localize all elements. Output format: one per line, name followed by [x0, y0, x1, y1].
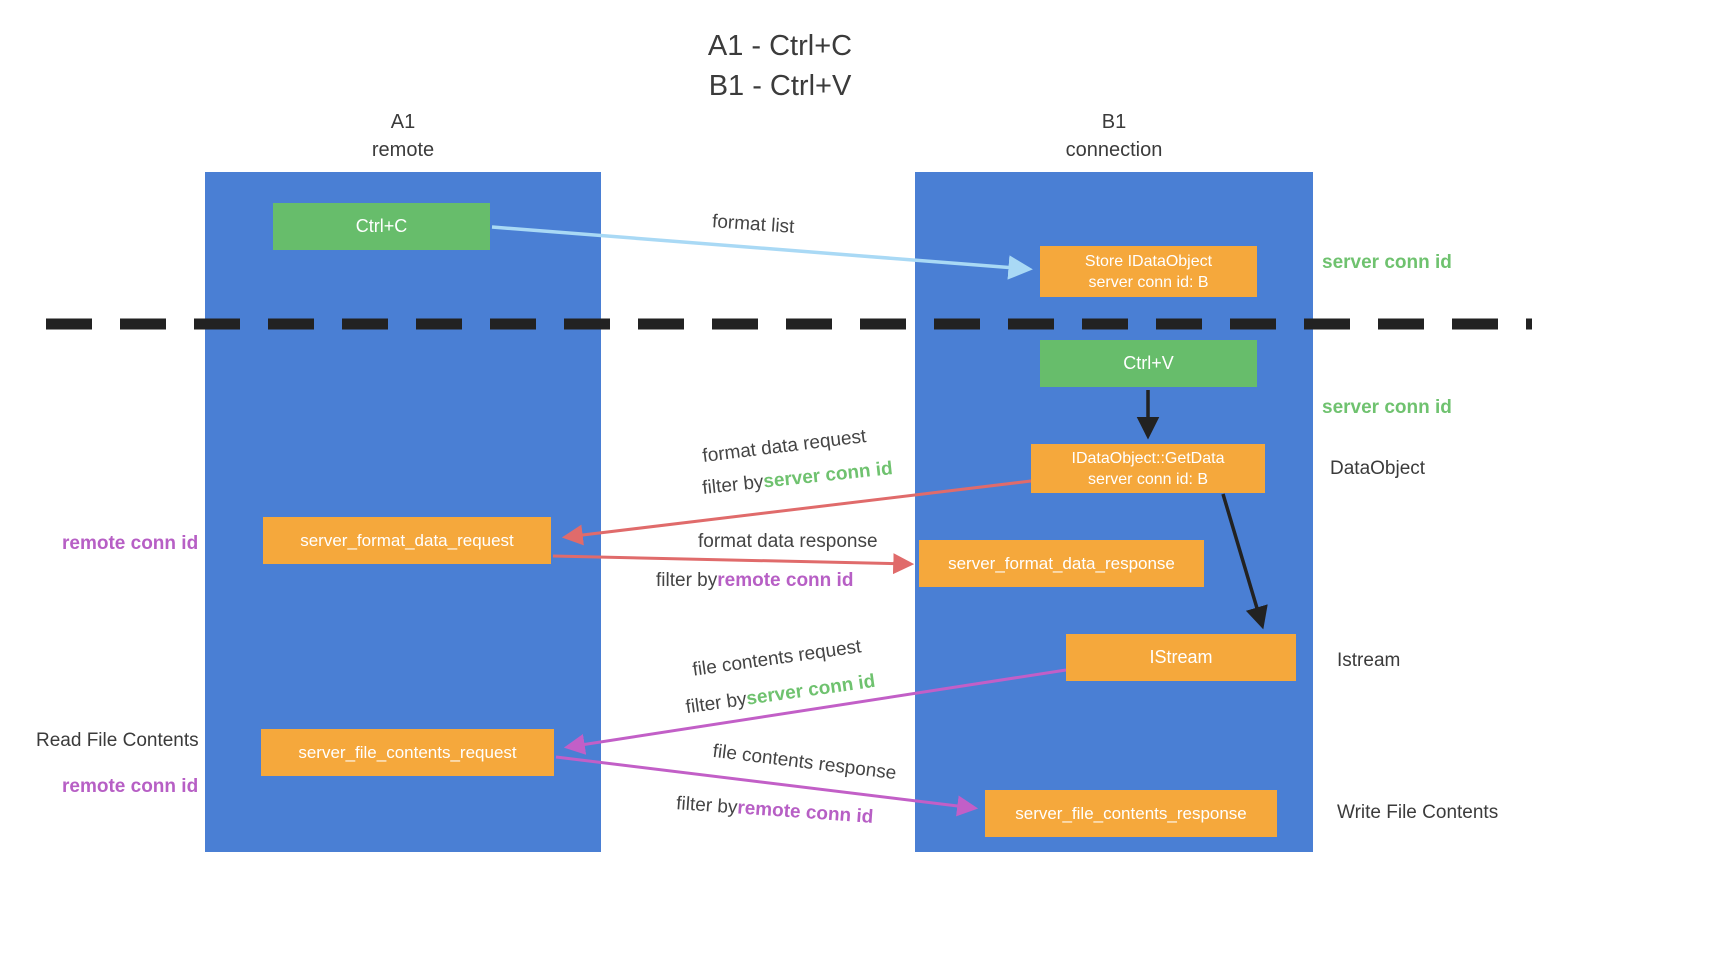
filter-by-text: filter by	[684, 688, 748, 719]
format-data-request-arrow-label: format data request	[701, 426, 868, 467]
istream-annotation: Istream	[1337, 650, 1401, 671]
server-conn-id-annotation-mid: server conn id	[1322, 397, 1452, 418]
server-format-data-request-label: server_format_data_request	[300, 531, 514, 550]
filter-remote-conn-id-text: remote conn id	[736, 797, 874, 828]
istream-node: IStream	[1066, 634, 1296, 681]
lane-a1-subtitle: remote	[371, 139, 435, 161]
read-file-contents-annotation: Read File Contents	[36, 730, 199, 751]
store-idataobject-line2: server conn id: B	[1088, 273, 1209, 291]
remote-conn-id-annotation-top: remote conn id	[62, 533, 199, 554]
store-idataobject-node: Store IDataObject server conn id: B	[1040, 246, 1257, 297]
ctrl-c-label: Ctrl+C	[355, 216, 408, 236]
ctrl-v-node: Ctrl+V	[1040, 340, 1257, 387]
server-format-data-response-label: server_format_data_response	[948, 554, 1175, 573]
getdata-line2: server conn id: B	[1087, 470, 1209, 488]
istream-label: IStream	[1149, 647, 1213, 667]
server-format-data-response-node: server_format_data_response	[919, 540, 1204, 587]
filter-by-text: filter by	[656, 570, 718, 591]
store-idataobject-line1: Store IDataObject	[1084, 252, 1213, 270]
lane-a1-name: A1	[390, 111, 416, 133]
idataobject-getdata-node: IDataObject::GetData server conn id: B	[1031, 444, 1265, 493]
server-conn-id-annotation-top: server conn id	[1322, 252, 1452, 273]
filter-by-remote-conn-id-label-1: filter byremote conn id	[656, 570, 853, 592]
title-line-1: A1 - Ctrl+C	[707, 30, 853, 62]
server-file-contents-request-label: server_file_contents_request	[298, 743, 517, 762]
remote-conn-id-annotation-bottom: remote conn id	[62, 776, 199, 797]
server-format-data-request-node: server_format_data_request	[263, 517, 551, 564]
dataobject-annotation: DataObject	[1330, 458, 1426, 479]
write-file-contents-annotation: Write File Contents	[1337, 802, 1499, 823]
filter-server-conn-id-text: server conn id	[745, 670, 877, 710]
lane-header-b1: B1 connection	[915, 108, 1313, 164]
ctrl-c-node: Ctrl+C	[273, 203, 490, 250]
filter-by-text: filter by	[675, 793, 739, 819]
server-file-contents-response-node: server_file_contents_response	[985, 790, 1277, 837]
file-contents-response-arrow-label: file contents response	[711, 740, 898, 785]
lane-b1-name: B1	[1101, 111, 1127, 133]
filter-by-remote-conn-id-label-2: filter byremote conn id	[675, 793, 874, 829]
getdata-line1: IDataObject::GetData	[1071, 449, 1225, 467]
title-line-2: B1 - Ctrl+V	[708, 70, 852, 102]
diagram-title: A1 - Ctrl+C B1 - Ctrl+V	[560, 26, 1000, 106]
server-file-contents-request-node: server_file_contents_request	[261, 729, 554, 776]
format-data-response-arrow	[552, 553, 915, 575]
filter-server-conn-id-text: server conn id	[762, 458, 894, 493]
filter-by-text: filter by	[701, 471, 765, 499]
lane-b1-subtitle: connection	[1065, 139, 1163, 161]
filter-remote-conn-id-text: remote conn id	[717, 570, 854, 591]
format-data-response-arrow-label: format data response	[698, 531, 878, 552]
lane-header-a1: A1 remote	[205, 108, 601, 164]
server-file-contents-response-label: server_file_contents_response	[1015, 804, 1247, 823]
format-list-arrow-label: format list	[711, 211, 796, 238]
ctrl-v-label: Ctrl+V	[1123, 353, 1174, 373]
